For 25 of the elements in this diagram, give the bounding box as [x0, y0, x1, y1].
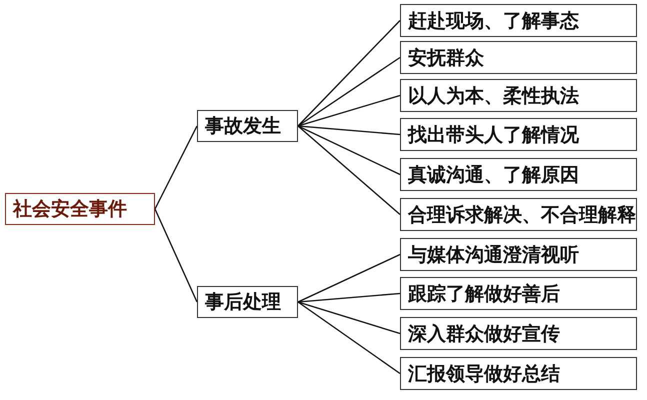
leaf-box: 跟踪了解做好善后	[400, 277, 637, 310]
connector-line	[298, 301, 400, 374]
connector-line	[298, 20, 400, 126]
branch-box: 事后处理	[197, 286, 298, 318]
connector-line	[298, 292, 400, 303]
branch-box: 事故发生	[197, 110, 298, 142]
leaf-box: 以人为本、柔性执法	[400, 79, 637, 112]
connector-line	[298, 56, 400, 127]
leaf-box: 合理诉求解决、不合理解释	[400, 198, 637, 231]
leaf-box: 与媒体沟通澄清视听	[400, 238, 637, 271]
leaf-box: 赶赴现场、了解事态	[400, 4, 637, 37]
connector-line	[154, 208, 198, 302]
leaf-box: 汇报领导做好总结	[400, 357, 637, 390]
leaf-box: 真诚沟通、了解原因	[400, 158, 637, 191]
connector-line	[298, 254, 400, 303]
connector-line	[298, 94, 400, 127]
connector-line	[298, 126, 400, 215]
connector-line	[298, 301, 400, 334]
leaf-box: 安抚群众	[400, 41, 637, 74]
connector-line	[298, 125, 400, 176]
root-box: 社会安全事件	[5, 193, 155, 225]
leaf-box: 深入群众做好宣传	[400, 317, 637, 350]
connector-line	[298, 125, 400, 136]
connector-line	[154, 126, 198, 210]
leaf-box: 找出带头人了解情况	[400, 118, 637, 151]
